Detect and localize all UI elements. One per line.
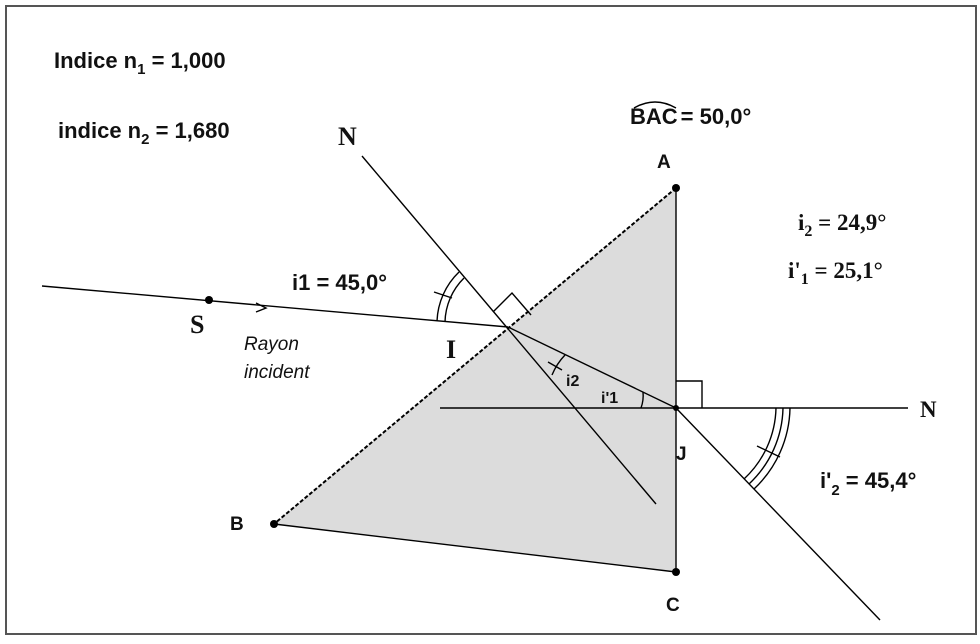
- arc-i1-tick: [433, 291, 453, 299]
- arc-i2: [551, 354, 566, 376]
- label-b: B: [230, 514, 244, 535]
- prism-face-bc: [273, 523, 677, 573]
- arc-i2-tick: [547, 361, 563, 371]
- angle-bac-label: BAC= 50,0°: [630, 104, 751, 129]
- arc-i2p-tick: [756, 445, 781, 458]
- label-a: A: [657, 152, 671, 173]
- angle-i2-label: i2: [566, 373, 579, 390]
- arc-i1p: [640, 391, 644, 409]
- label-i: I: [446, 335, 456, 364]
- point-s: [205, 296, 213, 304]
- angle-hat-icon: [633, 101, 677, 109]
- prism-face-ab: [273, 187, 677, 525]
- point-j: [673, 405, 679, 411]
- arc-i2p-a: [743, 407, 777, 480]
- label-n-top: N: [338, 122, 357, 151]
- arc-i2p-c: [753, 407, 791, 490]
- emergent-ray: [675, 407, 881, 621]
- index-n2-label: indice n2 = 1,680: [58, 118, 230, 148]
- prism-fill: [274, 188, 676, 572]
- label-j: J: [676, 444, 687, 465]
- point-a: [672, 184, 680, 192]
- refracted-ray-inside: [507, 326, 677, 409]
- arc-i1-b: [444, 277, 465, 323]
- index-n1-label: Indice n1 = 1,000: [54, 48, 226, 78]
- incident-ray: [41, 285, 509, 328]
- label-n-right: N: [920, 397, 937, 422]
- point-b: [270, 520, 278, 528]
- incident-ray-caption-1: Rayon: [244, 334, 299, 355]
- arc-i2p-b: [748, 407, 784, 485]
- i1p-value-label: i'1 = 25,1°: [788, 258, 883, 288]
- i1-value-label: i1 = 45,0°: [292, 270, 387, 295]
- angle-i1p-label: i'1: [601, 390, 618, 407]
- normal-at-i: [361, 155, 657, 505]
- i2p-value-label: i'2 = 45,4°: [820, 468, 916, 499]
- ray-arrow: [255, 302, 268, 313]
- incident-ray-caption-2: incident: [244, 362, 310, 383]
- right-angle-mark-j: [676, 380, 703, 408]
- i2-value-label: i2 = 24,9°: [798, 210, 886, 240]
- right-angle-mark-i: [492, 291, 532, 316]
- label-c: C: [666, 595, 680, 616]
- label-s: S: [190, 310, 204, 339]
- point-c: [672, 568, 680, 576]
